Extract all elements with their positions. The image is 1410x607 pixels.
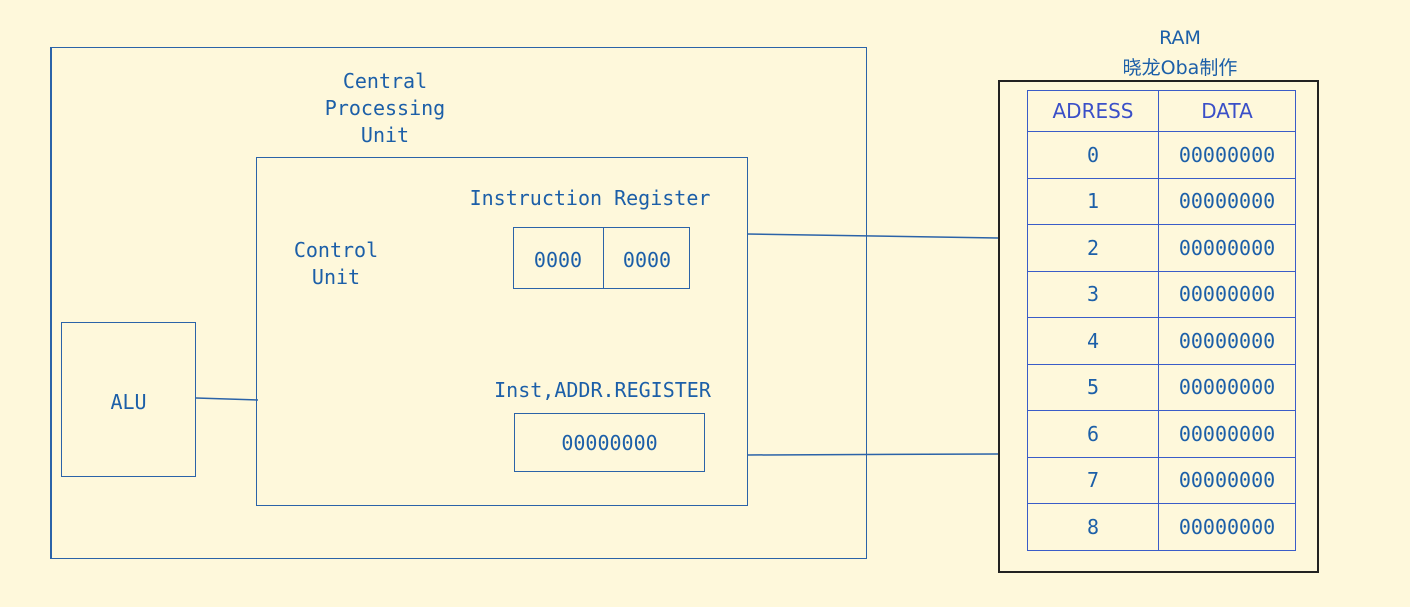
ram-header-row: ADRESS DATA	[1027, 90, 1296, 132]
control-unit-label-line2: Unit	[311, 265, 361, 289]
alu-box	[61, 322, 196, 477]
ram-data-cell: 00000000	[1158, 317, 1296, 365]
ram-address-cell: 8	[1027, 503, 1159, 551]
control-to-ram-bottom-line	[746, 453, 999, 456]
ram-table: ADRESS DATA 0 00000000 1 00000000 2 0000…	[1027, 90, 1296, 551]
cpu-box	[50, 47, 867, 559]
ram-row: 0 00000000	[1027, 131, 1296, 179]
ram-subtitle: 晓龙Oba制作	[1122, 57, 1238, 79]
ram-address-cell: 3	[1027, 270, 1159, 318]
ram-row: 8 00000000	[1027, 503, 1296, 551]
instruction-register-box	[513, 227, 690, 289]
ram-title: RAM	[1159, 27, 1201, 49]
ram-address-cell: 5	[1027, 363, 1159, 411]
alu-label: ALU	[110, 390, 147, 414]
ram-header-address: ADRESS	[1027, 90, 1159, 132]
ram-data-cell: 00000000	[1158, 224, 1296, 272]
ram-address-cell: 2	[1027, 224, 1159, 272]
ram-address-cell: 1	[1027, 177, 1159, 225]
instruction-register-left-value: 0000	[533, 248, 583, 272]
ram-row: 1 00000000	[1027, 177, 1296, 225]
ram-data-cell: 00000000	[1158, 456, 1296, 504]
address-register-box	[514, 413, 705, 472]
ram-address-cell: 7	[1027, 456, 1159, 504]
ram-header-data: DATA	[1158, 90, 1296, 132]
instruction-register-right-value: 0000	[622, 248, 672, 272]
cpu-title-line1: Central	[342, 69, 428, 93]
instruction-register-label: Instruction Register	[469, 186, 711, 210]
instruction-register-divider	[603, 228, 604, 288]
ram-row: 6 00000000	[1027, 410, 1296, 458]
ram-address-cell: 0	[1027, 131, 1159, 179]
ram-data-cell: 00000000	[1158, 503, 1296, 551]
ram-address-cell: 4	[1027, 317, 1159, 365]
ram-data-cell: 00000000	[1158, 131, 1296, 179]
cpu-title-line3: Unit	[360, 123, 410, 147]
ram-data-cell: 00000000	[1158, 363, 1296, 411]
ram-address-cell: 6	[1027, 410, 1159, 458]
address-register-label: Inst,ADDR.REGISTER	[494, 378, 711, 402]
ram-row: 2 00000000	[1027, 224, 1296, 272]
address-register-value: 00000000	[561, 431, 658, 455]
ram-data-cell: 00000000	[1158, 410, 1296, 458]
alu-to-control-line	[195, 397, 259, 401]
control-unit-label-line1: Control	[293, 238, 379, 262]
ram-outer-box	[998, 80, 1319, 573]
control-to-ram-top-line	[746, 233, 999, 239]
cpu-title-line2: Processing	[324, 96, 446, 120]
ram-row: 4 00000000	[1027, 317, 1296, 365]
control-unit-box	[256, 157, 748, 506]
ram-row: 3 00000000	[1027, 270, 1296, 318]
ram-row: 5 00000000	[1027, 363, 1296, 411]
ram-data-cell: 00000000	[1158, 177, 1296, 225]
ram-row: 7 00000000	[1027, 456, 1296, 504]
ram-data-cell: 00000000	[1158, 270, 1296, 318]
